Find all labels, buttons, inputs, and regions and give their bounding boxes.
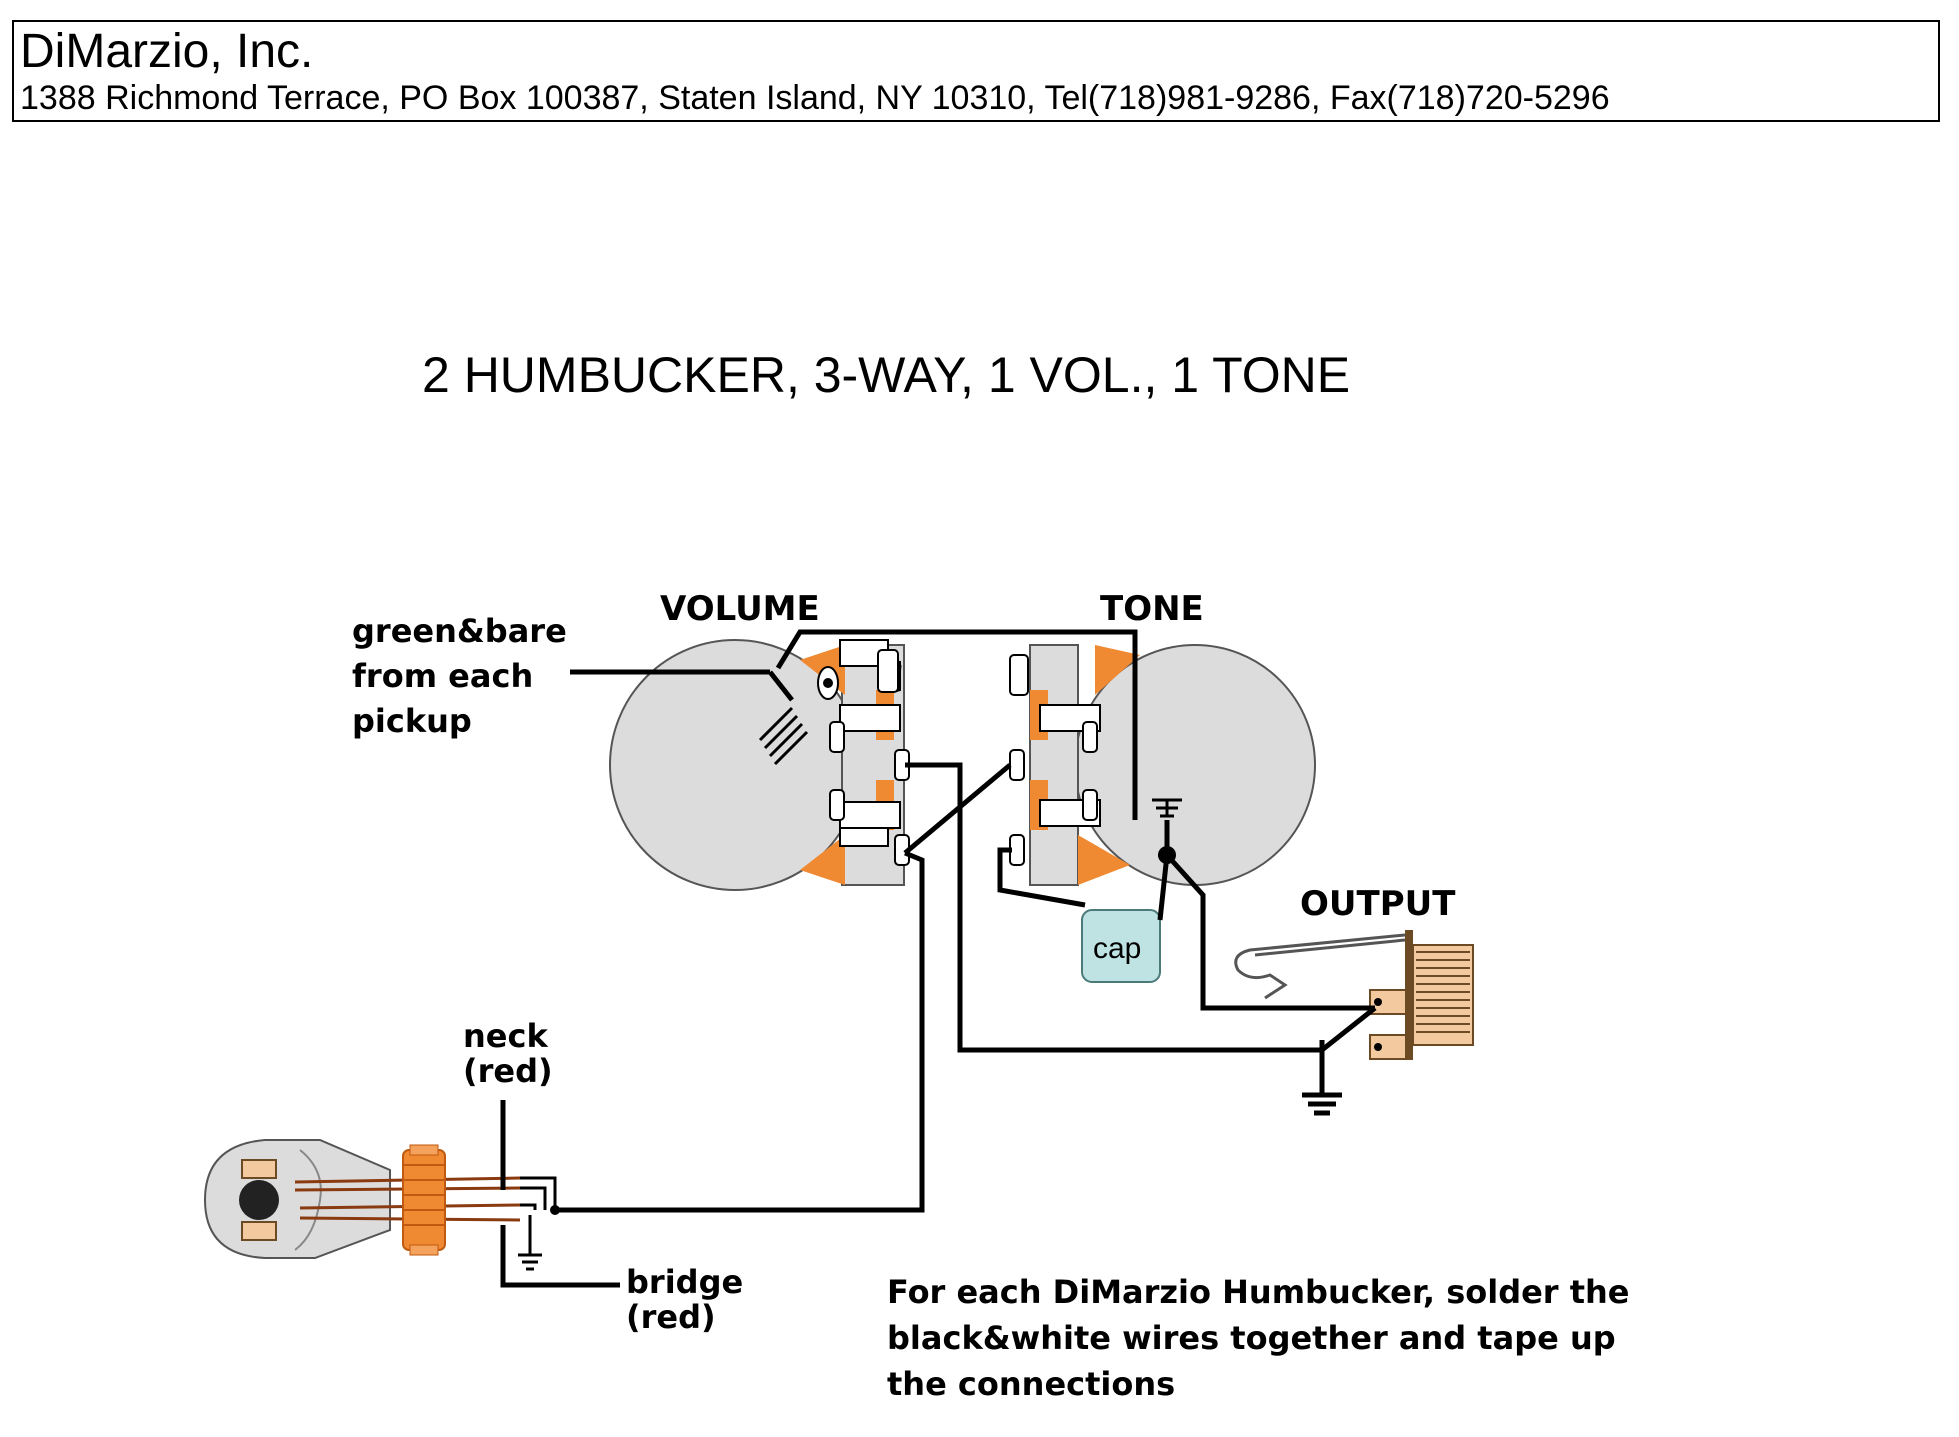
note-line2: black&white wires together and tape up bbox=[887, 1319, 1616, 1357]
tone-label: TONE bbox=[1100, 589, 1204, 629]
cap-label: cap bbox=[1093, 932, 1141, 965]
ground-label-line1: green&bare bbox=[352, 612, 567, 650]
tone-capacitor: cap bbox=[1081, 909, 1161, 983]
volume-pot bbox=[609, 639, 910, 891]
ground-label-line3: pickup bbox=[352, 702, 472, 740]
bridge-label-line1: bridge bbox=[626, 1263, 743, 1301]
neck-label: neck (red) bbox=[463, 1017, 553, 1090]
bridge-label: bridge (red) bbox=[626, 1263, 743, 1336]
diagram-title: 2 HUMBUCKER, 3-WAY, 1 VOL., 1 TONE bbox=[422, 347, 1350, 403]
note-line1: For each DiMarzio Humbucker, solder the bbox=[887, 1273, 1630, 1311]
output-jack bbox=[1234, 930, 1474, 1060]
company-address: 1388 Richmond Terrace, PO Box 100387, St… bbox=[20, 79, 1610, 117]
ground-label: green&bare from each pickup bbox=[352, 612, 567, 740]
volume-label: VOLUME bbox=[660, 589, 820, 629]
bridge-label-line2: (red) bbox=[626, 1298, 716, 1336]
output-label: OUTPUT bbox=[1300, 884, 1456, 924]
ground-label-line2: from each bbox=[352, 657, 533, 695]
wiring-note: For each DiMarzio Humbucker, solder the … bbox=[887, 1273, 1630, 1403]
company-name: DiMarzio, Inc. bbox=[20, 25, 314, 78]
neck-label-line2: (red) bbox=[463, 1052, 553, 1090]
neck-label-line1: neck bbox=[463, 1017, 548, 1055]
note-line3: the connections bbox=[887, 1365, 1175, 1403]
pickup-leads bbox=[500, 1100, 620, 1288]
three-way-switch bbox=[203, 1139, 560, 1259]
wires bbox=[555, 629, 1377, 1213]
company-header: DiMarzio, Inc. 1388 Richmond Terrace, PO… bbox=[12, 20, 1940, 122]
